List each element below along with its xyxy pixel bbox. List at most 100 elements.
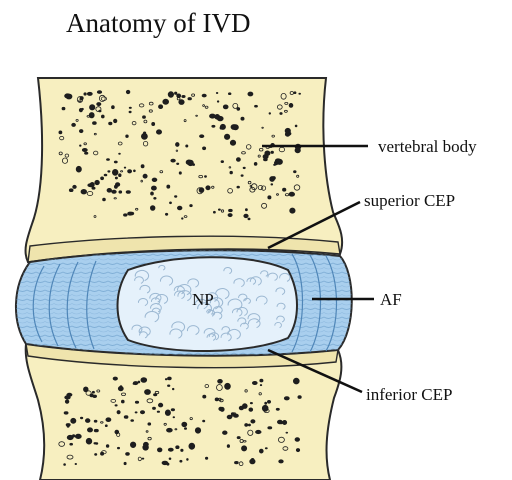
trabecular-speck xyxy=(230,140,235,145)
trabecular-speck xyxy=(248,92,253,96)
label-inferior-cep: inferior CEP xyxy=(366,385,452,404)
trabecular-speck xyxy=(86,438,92,444)
trabecular-speck xyxy=(131,420,134,422)
trabecular-speck xyxy=(115,405,117,406)
trabecular-speck xyxy=(260,379,263,382)
trabecular-speck xyxy=(217,101,219,102)
trabecular-speck xyxy=(217,116,223,121)
trabecular-speck xyxy=(151,186,156,190)
trabecular-speck xyxy=(283,188,286,191)
trabecular-speck xyxy=(104,174,107,176)
trabecular-speck xyxy=(133,382,138,385)
trabecular-speck xyxy=(165,410,170,416)
trabecular-speck xyxy=(189,443,195,449)
trabecular-speck xyxy=(284,397,289,400)
trabecular-speck xyxy=(82,148,87,151)
trabecular-speck xyxy=(241,117,244,120)
trabecular-speck xyxy=(128,212,133,215)
trabecular-speck xyxy=(190,205,193,207)
trabecular-speck xyxy=(268,196,271,199)
trabecular-speck xyxy=(80,145,82,146)
trabecular-speck xyxy=(101,177,104,180)
trabecular-speck xyxy=(181,449,183,451)
trabecular-speck xyxy=(289,192,295,196)
trabecular-speck xyxy=(112,190,117,193)
trabecular-speck xyxy=(203,147,206,150)
trabecular-speck xyxy=(294,92,296,94)
trabecular-speck xyxy=(115,177,117,179)
trabecular-speck xyxy=(229,209,233,211)
trabecular-speck xyxy=(64,412,68,415)
trabecular-speck xyxy=(129,107,131,108)
trabecular-speck xyxy=(267,400,270,403)
trabecular-speck xyxy=(126,453,130,456)
trabecular-speck xyxy=(81,189,87,194)
trabecular-speck xyxy=(67,393,72,396)
trabecular-speck xyxy=(126,90,130,93)
trabecular-speck xyxy=(237,437,240,439)
trabecular-speck xyxy=(177,94,181,98)
trabecular-speck xyxy=(203,420,205,422)
trabecular-speck xyxy=(177,163,179,165)
trabecular-speck xyxy=(255,105,258,107)
trabecular-speck xyxy=(101,115,104,118)
trabecular-speck xyxy=(76,166,81,172)
trabecular-speck xyxy=(169,458,171,460)
trabecular-speck xyxy=(64,464,66,466)
trabecular-speck xyxy=(115,183,119,187)
trabecular-speck xyxy=(135,412,137,413)
intervertebral-disc xyxy=(16,250,352,355)
trabecular-speck xyxy=(129,111,131,113)
trabecular-speck xyxy=(72,435,74,437)
trabecular-speck xyxy=(124,214,128,216)
trabecular-speck xyxy=(228,93,231,95)
label-af: AF xyxy=(380,290,402,309)
trabecular-speck xyxy=(172,388,174,390)
trabecular-speck xyxy=(259,449,263,453)
trabecular-speck xyxy=(159,105,163,109)
trabecular-speck xyxy=(182,95,185,97)
trabecular-speck xyxy=(84,387,88,390)
trabecular-speck xyxy=(180,460,182,462)
trabecular-speck xyxy=(168,92,173,98)
trabecular-speck xyxy=(210,114,216,118)
trabecular-speck xyxy=(290,208,295,213)
trabecular-speck xyxy=(216,92,218,93)
trabecular-speck xyxy=(70,443,73,445)
trabecular-speck xyxy=(168,385,170,387)
trabecular-speck xyxy=(171,159,176,162)
trabecular-speck xyxy=(170,202,172,204)
trabecular-speck xyxy=(299,93,301,94)
trabecular-speck xyxy=(95,180,100,184)
trabecular-speck xyxy=(175,196,177,198)
trabecular-speck xyxy=(121,400,124,403)
trabecular-speck xyxy=(265,402,267,404)
trabecular-speck xyxy=(152,178,157,182)
trabecular-speck xyxy=(150,206,155,211)
trabecular-speck xyxy=(112,106,115,109)
trabecular-speck xyxy=(296,449,299,452)
trabecular-speck xyxy=(134,170,136,172)
trabecular-speck xyxy=(244,214,248,218)
trabecular-speck xyxy=(223,431,228,435)
trabecular-speck xyxy=(141,165,144,168)
trabecular-speck xyxy=(65,400,69,403)
label-superior-cep: superior CEP xyxy=(364,191,455,210)
trabecular-speck xyxy=(93,122,97,125)
trabecular-speck xyxy=(243,167,245,169)
trabecular-speck xyxy=(79,130,83,133)
trabecular-speck xyxy=(205,457,207,459)
trabecular-speck xyxy=(215,398,218,401)
trabecular-speck xyxy=(270,177,275,182)
trabecular-speck xyxy=(143,116,146,119)
trabecular-speck xyxy=(237,186,240,188)
trabecular-speck xyxy=(145,390,151,395)
trabecular-speck xyxy=(251,420,255,423)
trabecular-speck xyxy=(59,131,62,134)
trabecular-speck xyxy=(162,461,168,465)
trabecular-speck xyxy=(188,160,194,166)
trabecular-speck xyxy=(106,418,111,422)
trabecular-speck xyxy=(107,188,112,192)
trabecular-speck xyxy=(228,214,232,217)
trabecular-speck xyxy=(206,186,210,190)
